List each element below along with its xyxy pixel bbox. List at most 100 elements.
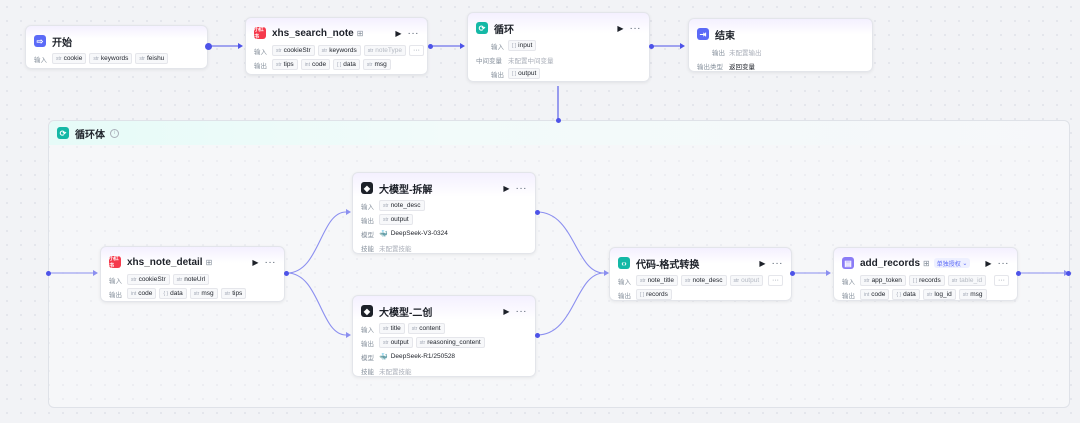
- xiaohongshu-icon: 小红书: [254, 27, 266, 40]
- play-icon[interactable]: ▶: [759, 258, 766, 268]
- row-label: 输出: [842, 292, 855, 300]
- param-tag: { }data: [892, 289, 920, 300]
- node-end[interactable]: ⇥ 结束 输出 未配置输出 输出类型 返回变量: [688, 18, 873, 72]
- loop-body-port[interactable]: [556, 118, 561, 123]
- row-label: 输入: [842, 278, 855, 286]
- model-name: DeepSeek-V3-0324: [390, 230, 448, 237]
- node-loop[interactable]: ⟳ 循环 ▶ ··· 输入 [ ]input 中间变量 未配置中间变量 输出 […: [467, 12, 650, 82]
- node-title: xhs_search_note: [272, 27, 354, 39]
- more-icon[interactable]: ···: [264, 256, 276, 268]
- loop-body-input-port[interactable]: [46, 271, 51, 276]
- play-icon[interactable]: ▶: [617, 23, 624, 33]
- row-label: 技能: [361, 368, 374, 376]
- play-icon[interactable]: ▶: [503, 306, 510, 316]
- row-label: 输入: [618, 278, 631, 286]
- loop-icon: ⟳: [476, 22, 488, 34]
- more-icon[interactable]: ···: [515, 182, 527, 194]
- row-value: 未配置技能: [379, 245, 412, 253]
- play-icon[interactable]: ▶: [395, 28, 402, 38]
- more-icon[interactable]: ···: [515, 305, 527, 317]
- arrowhead: [680, 43, 685, 49]
- row-label: 技能: [361, 245, 374, 253]
- play-icon[interactable]: ▶: [252, 257, 259, 267]
- auth-badge[interactable]: 单独授权 ⌄: [933, 258, 971, 268]
- row-label: 输入: [34, 56, 47, 64]
- row-value: 未配置中间变量: [508, 57, 554, 65]
- output-port[interactable]: [535, 333, 540, 338]
- more-params-button[interactable]: ···: [994, 275, 1009, 286]
- more-icon[interactable]: ···: [997, 257, 1009, 269]
- node-title: 结束: [715, 30, 735, 42]
- row-label: 输入: [254, 48, 267, 56]
- output-port[interactable]: [649, 44, 654, 49]
- plugin-icon: ⊞: [356, 28, 364, 38]
- output-port[interactable]: [1016, 271, 1021, 276]
- start-icon: ⇨: [34, 35, 46, 47]
- output-port[interactable]: [205, 43, 212, 50]
- play-icon[interactable]: ▶: [985, 258, 992, 268]
- more-icon[interactable]: ···: [407, 27, 419, 39]
- loop-body-output-port[interactable]: [1066, 271, 1071, 276]
- more-icon[interactable]: ···: [771, 257, 783, 269]
- row-value: 未配置输出: [729, 49, 762, 57]
- model-name: DeepSeek-R1/250528: [390, 353, 456, 360]
- node-title: 代码-格式转换: [636, 259, 700, 271]
- param-tag: [ ]input: [508, 40, 537, 51]
- deepseek-icon: 🐳: [379, 230, 388, 238]
- row-label: 模型: [361, 354, 374, 362]
- info-icon[interactable]: i: [110, 128, 119, 138]
- more-icon[interactable]: ···: [629, 22, 641, 34]
- play-icon[interactable]: ▶: [503, 183, 510, 193]
- node-title: 循环: [494, 24, 514, 36]
- deepseek-icon: 🐳: [379, 353, 388, 361]
- row-label: 模型: [361, 231, 374, 239]
- node-title: xhs_note_detail: [127, 256, 203, 268]
- plugin-icon: ⊞: [205, 257, 213, 267]
- arrowhead: [238, 43, 243, 49]
- row-label: 输出: [491, 71, 504, 79]
- row-label: 输入: [491, 43, 504, 51]
- output-port[interactable]: [284, 271, 289, 276]
- row-label: 输出: [361, 340, 374, 348]
- node-title: add_records: [860, 257, 921, 269]
- output-port[interactable]: [428, 44, 433, 49]
- more-params-button[interactable]: ···: [409, 45, 425, 56]
- loop-icon: ⟳: [57, 127, 69, 139]
- feishu-sheet-icon: ▤: [842, 257, 854, 269]
- output-port[interactable]: [790, 271, 795, 276]
- output-port[interactable]: [535, 210, 540, 215]
- row-label: 中间变量: [476, 57, 502, 65]
- param-tag: [ ]records: [908, 275, 945, 286]
- row-label: 输入: [361, 326, 374, 334]
- node-title: 大模型-拆解: [379, 184, 433, 196]
- arrowhead: [460, 43, 465, 49]
- more-params-button[interactable]: ···: [768, 275, 783, 286]
